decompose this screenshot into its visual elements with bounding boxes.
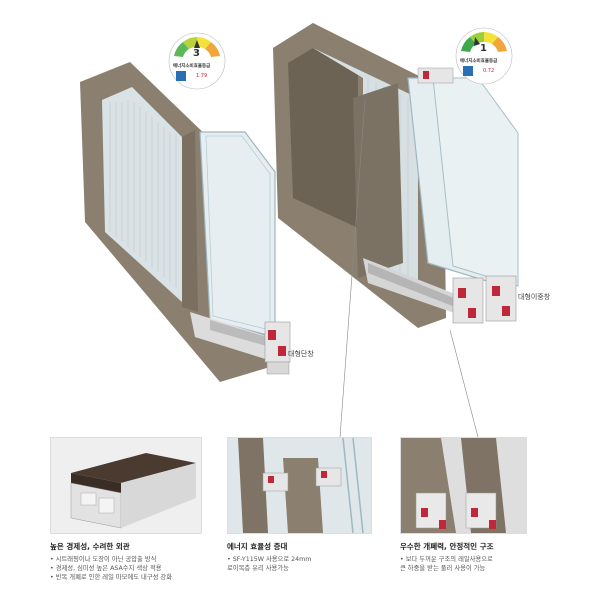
badge-value: 0.72 bbox=[483, 68, 495, 74]
badge-title: 에너지소비효율등급 bbox=[460, 59, 498, 64]
kc-mark-icon bbox=[463, 66, 473, 76]
kc-mark-icon bbox=[176, 71, 186, 81]
badge-title: 에너지소비효율등급 bbox=[173, 64, 211, 69]
feature-line: 큰 하중을 받는 풀러 사용이 가능 bbox=[400, 565, 486, 572]
feature-line: 로이복층 유리 사용가능 bbox=[227, 565, 289, 572]
single-window-label: 대형단창 bbox=[288, 350, 314, 358]
single-window-illustration bbox=[80, 62, 291, 382]
energy-badge-grade-3: 3 에너지소비효율등급 1.79 bbox=[168, 32, 226, 90]
feature-line: • 시트래핑이나 도장이 아닌 공압출 방식 bbox=[50, 556, 157, 563]
feature-image-rail bbox=[400, 437, 527, 534]
feature-line: • 보다 두꺼운 구조의 레일사용으로 bbox=[400, 556, 493, 563]
double-window-label: 대형이중창 bbox=[518, 293, 551, 301]
feature-title-economy: 높은 경제성, 수려한 외관 bbox=[50, 542, 130, 551]
feature-image-glass bbox=[227, 437, 372, 534]
feature-title-stability: 우수한 개폐력, 안정적인 구조 bbox=[400, 542, 494, 551]
badge-grade: 3 bbox=[193, 48, 200, 59]
feature-line: • SF-Y115W 사용으로 24mm bbox=[227, 556, 312, 563]
feature-line: • 반복 개폐로 인한 레일 마모에도 내구성 강화 bbox=[50, 574, 173, 581]
feature-image-profile bbox=[50, 437, 202, 534]
badge-value: 1.79 bbox=[196, 73, 208, 79]
badge-grade: 1 bbox=[480, 43, 487, 54]
feature-line: • 경제성, 심미성 높은 ASA수지 색상 적용 bbox=[50, 565, 162, 572]
glass-outer bbox=[199, 131, 276, 338]
feature-title-efficiency: 에너지 효율성 증대 bbox=[227, 542, 288, 551]
energy-badge-grade-1: 1 에너지소비효율등급 0.72 bbox=[455, 27, 513, 85]
double-window-illustration bbox=[273, 23, 519, 328]
